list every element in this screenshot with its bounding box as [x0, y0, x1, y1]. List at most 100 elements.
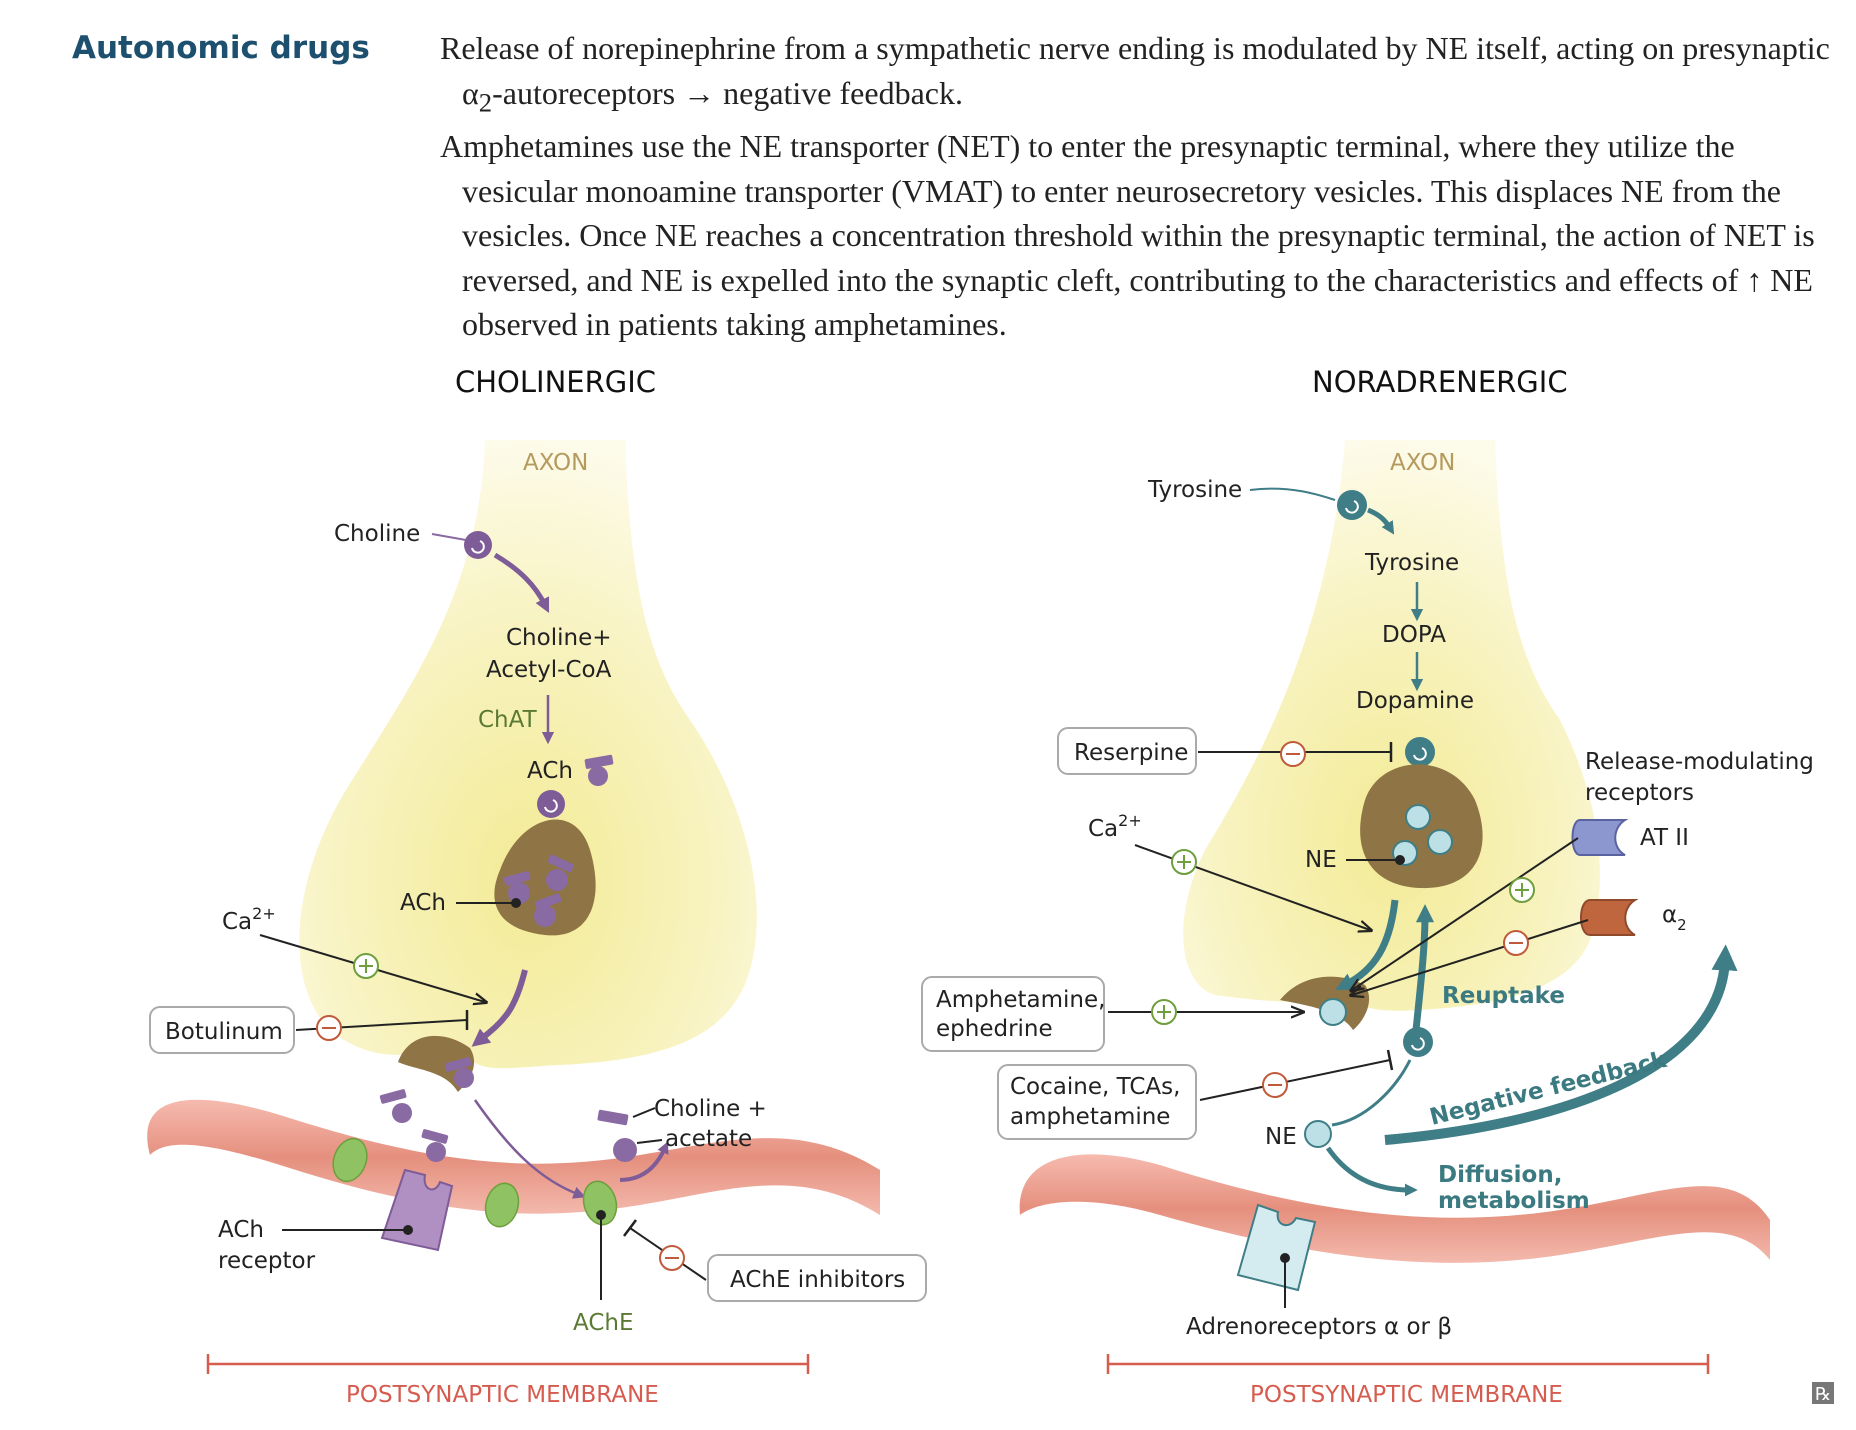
choline-uptake-arrow [493, 552, 550, 614]
up-arrow-icon: ↑ [1746, 261, 1763, 298]
botulinum-label: Botulinum [165, 1019, 283, 1045]
diffusion-arrow [1325, 1146, 1418, 1197]
adrenoreceptor [1236, 1203, 1317, 1292]
ach-receptor-label-1: ACh [218, 1217, 264, 1243]
ache-enzymes [332, 1137, 618, 1228]
body-text: Release of norepinephrine from a sympath… [440, 26, 1840, 347]
negative-feedback-arrow [1384, 944, 1738, 1145]
ach-molecule-cap [584, 754, 614, 769]
at2-arrow [1352, 837, 1579, 990]
choline-connector [431, 533, 467, 541]
botulinum-box [149, 1006, 295, 1054]
ache-label: AChE [573, 1310, 634, 1336]
amphetamine-label-1: Amphetamine, [936, 987, 1105, 1013]
transporter-arrow-icon [544, 799, 558, 813]
chat-label: ChAT [478, 707, 538, 733]
ache-inhibitors-label: AChE inhibitors [730, 1267, 905, 1293]
choline-plus-label: Choline+ [506, 625, 612, 651]
inhibit-bar [623, 1219, 637, 1237]
hydrolysis-products [597, 1109, 637, 1162]
plus-icon-glyph [1157, 1005, 1171, 1019]
ach-receptor-label-2: receptor [218, 1248, 316, 1274]
plus-icon-glyph [1177, 855, 1191, 869]
ache-inhibitors-box [707, 1254, 927, 1302]
reserpine-box [1057, 727, 1197, 775]
ach-vesicle [494, 819, 596, 936]
adrenoreceptor-label: Adrenoreceptors α or β [1186, 1314, 1452, 1340]
acetyl-coa-label: Acetyl-CoA [486, 657, 612, 683]
ne-molecule-cleft [1304, 1120, 1332, 1148]
tyrosine-connector [1249, 487, 1336, 501]
cholinergic-membrane [147, 1099, 880, 1215]
release-mod-label-2: receptors [1585, 780, 1694, 806]
alpha2-arrow [1352, 919, 1589, 995]
ach-diffusion-arrow [473, 1099, 586, 1199]
paragraph-2: Amphetamines use the NE transporter (NET… [440, 128, 1815, 343]
alpha2-label: α2 [1662, 902, 1687, 934]
inhibit-bar [1386, 1049, 1394, 1071]
exocytosis-arrow [471, 969, 528, 1047]
ne-to-net-line [1331, 1059, 1412, 1127]
ach-molecules-in-vesicle [503, 854, 574, 927]
section-title: Autonomic drugs [72, 30, 370, 66]
cocaine-label-1: Cocaine, TCAs, [1010, 1074, 1180, 1100]
at2-receptor [1571, 819, 1629, 856]
choline-acetate-pointer-1 [632, 1107, 656, 1118]
membrane-label-chol: POSTSYNAPTIC MEMBRANE [346, 1382, 659, 1408]
diffusion-label-2: metabolism [1438, 1188, 1590, 1214]
membrane-label-ne: POSTSYNAPTIC MEMBRANE [1250, 1382, 1563, 1408]
vmat-transporter-ne [1405, 737, 1435, 767]
negative-feedback-label: Negative feedback [1427, 1047, 1670, 1131]
ca-label-chol: Ca2+ [222, 904, 276, 935]
amphetamine-label-2: ephedrine [936, 1016, 1053, 1042]
noradrenergic-axon [1183, 440, 1600, 1011]
choline-acetate-label-1: Choline + [654, 1096, 767, 1122]
ne-vesicle-label: NE [1305, 847, 1337, 873]
cocaine-box [997, 1064, 1197, 1140]
tyrosine-out-label: Tyrosine [1147, 477, 1242, 503]
tyrosine-transporter [1337, 490, 1367, 520]
rx-logo-glyph: ℞ [1815, 1384, 1831, 1405]
ne-cleft-label: NE [1265, 1124, 1297, 1150]
ach-molecule [588, 766, 608, 786]
plus-icon-glyph [1515, 883, 1529, 897]
cocaine-label-2: amphetamine [1010, 1104, 1170, 1130]
paragraph-1: Release of norepinephrine from a sympath… [440, 30, 1830, 117]
pointer-dot [511, 898, 521, 908]
at2-label: AT II [1640, 825, 1689, 851]
dopamine-label: Dopamine [1356, 688, 1474, 714]
pointer-dot [596, 1210, 606, 1220]
ca-label-ne: Ca2+ [1088, 811, 1142, 842]
plus-icon-glyph [359, 959, 373, 973]
tyrosine-uptake-arrow [1367, 507, 1395, 535]
transporter-arrow-icon [1411, 1037, 1425, 1051]
tyrosine-in-label: Tyrosine [1364, 550, 1459, 576]
reserpine-label: Reserpine [1074, 740, 1188, 766]
vmat-transporter [537, 790, 565, 818]
right-arrow-icon: → [683, 74, 716, 111]
rx-logo-icon [1812, 1382, 1834, 1404]
choline-acetate-label-2: acetate [665, 1126, 752, 1152]
alpha2-receptor [1580, 899, 1639, 936]
choline-label: Choline [334, 521, 420, 547]
transporter-arrow-icon [1345, 500, 1359, 514]
release-mod-label-1: Release-modulating [1585, 749, 1814, 775]
dopa-label: DOPA [1382, 622, 1446, 648]
pointer-dot [403, 1225, 413, 1235]
transporter-arrow-icon [1413, 747, 1427, 761]
reuptake-label: Reuptake [1442, 983, 1565, 1009]
choline-transporter [464, 531, 492, 559]
choline-acetate-pointer-2 [636, 1139, 663, 1144]
ne-molecule-release [1319, 998, 1347, 1026]
diffusion-label-1: Diffusion, [1438, 1162, 1562, 1188]
pointer-dot [1280, 1253, 1290, 1263]
noradrenergic-axon-label: AXON [1390, 450, 1455, 476]
net-transporter [1403, 1027, 1433, 1057]
amphetamine-box [921, 976, 1105, 1052]
cholinergic-axon-label: AXON [523, 450, 588, 476]
noradrenergic-membrane [1019, 1154, 1770, 1263]
cholinergic-axon [299, 440, 757, 1069]
pointer-dot [1395, 855, 1405, 865]
noradrenergic-title: NORADRENERGIC [1312, 365, 1568, 399]
